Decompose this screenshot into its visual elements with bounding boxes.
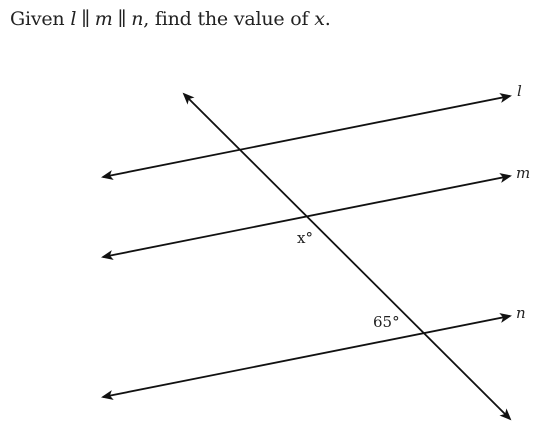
- var-l: l: [70, 8, 77, 30]
- var-m: m: [94, 8, 113, 30]
- parallel-symbol-1: ∥: [81, 8, 90, 30]
- angle-x-label: x°: [297, 229, 313, 247]
- question-middle: , find the value of: [143, 8, 315, 30]
- var-n: n: [131, 8, 144, 30]
- label-line-n: n: [516, 304, 526, 322]
- label-line-l: l: [517, 82, 522, 100]
- angle-65-label: 65°: [373, 313, 400, 331]
- question-suffix: .: [324, 8, 331, 30]
- label-line-m: m: [516, 164, 530, 182]
- var-x: x: [314, 8, 325, 30]
- question-prefix: Given: [10, 8, 71, 30]
- transversal-line: [182, 92, 512, 421]
- line-l: [101, 93, 512, 180]
- line-n: [101, 313, 512, 400]
- question-text: Given l∥m∥n, find the value of x.: [10, 8, 331, 30]
- parallel-symbol-2: ∥: [117, 8, 127, 30]
